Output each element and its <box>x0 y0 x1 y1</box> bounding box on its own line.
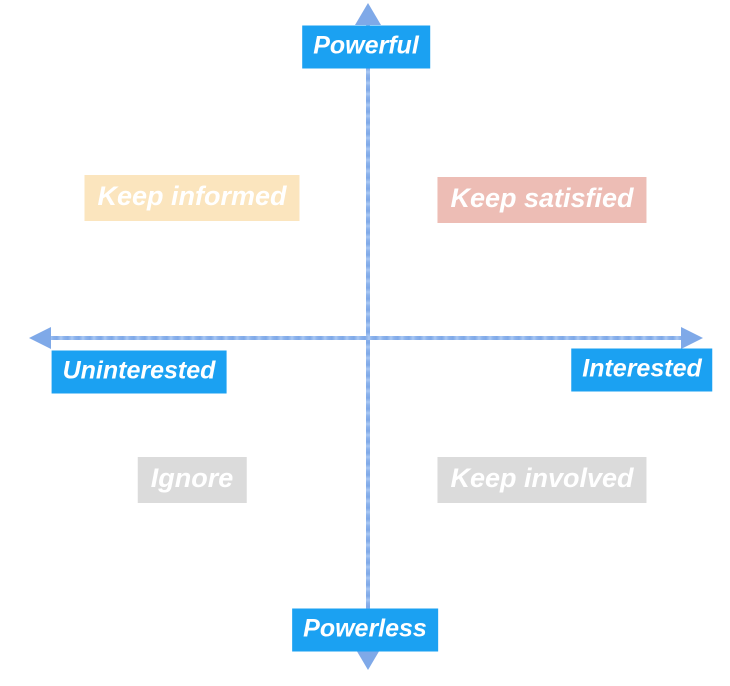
quadrant-label-keep-satisfied: Keep satisfied <box>437 177 647 223</box>
axis-label-powerful: Powerful <box>302 25 430 69</box>
arrow-right-icon <box>681 327 703 349</box>
arrow-up-icon <box>355 3 381 25</box>
quadrant-label-keep-informed: Keep informed <box>84 175 300 221</box>
quadrant-label-ignore: Ignore <box>137 457 247 503</box>
axis-label-uninterested: Uninterested <box>51 350 227 394</box>
axis-label-interested: Interested <box>571 348 713 392</box>
arrow-down-icon <box>355 648 381 670</box>
quadrant-label-keep-involved: Keep involved <box>437 457 647 503</box>
arrow-left-icon <box>29 327 51 349</box>
axis-label-powerless: Powerless <box>292 608 438 652</box>
horizontal-axis-line <box>46 336 686 340</box>
